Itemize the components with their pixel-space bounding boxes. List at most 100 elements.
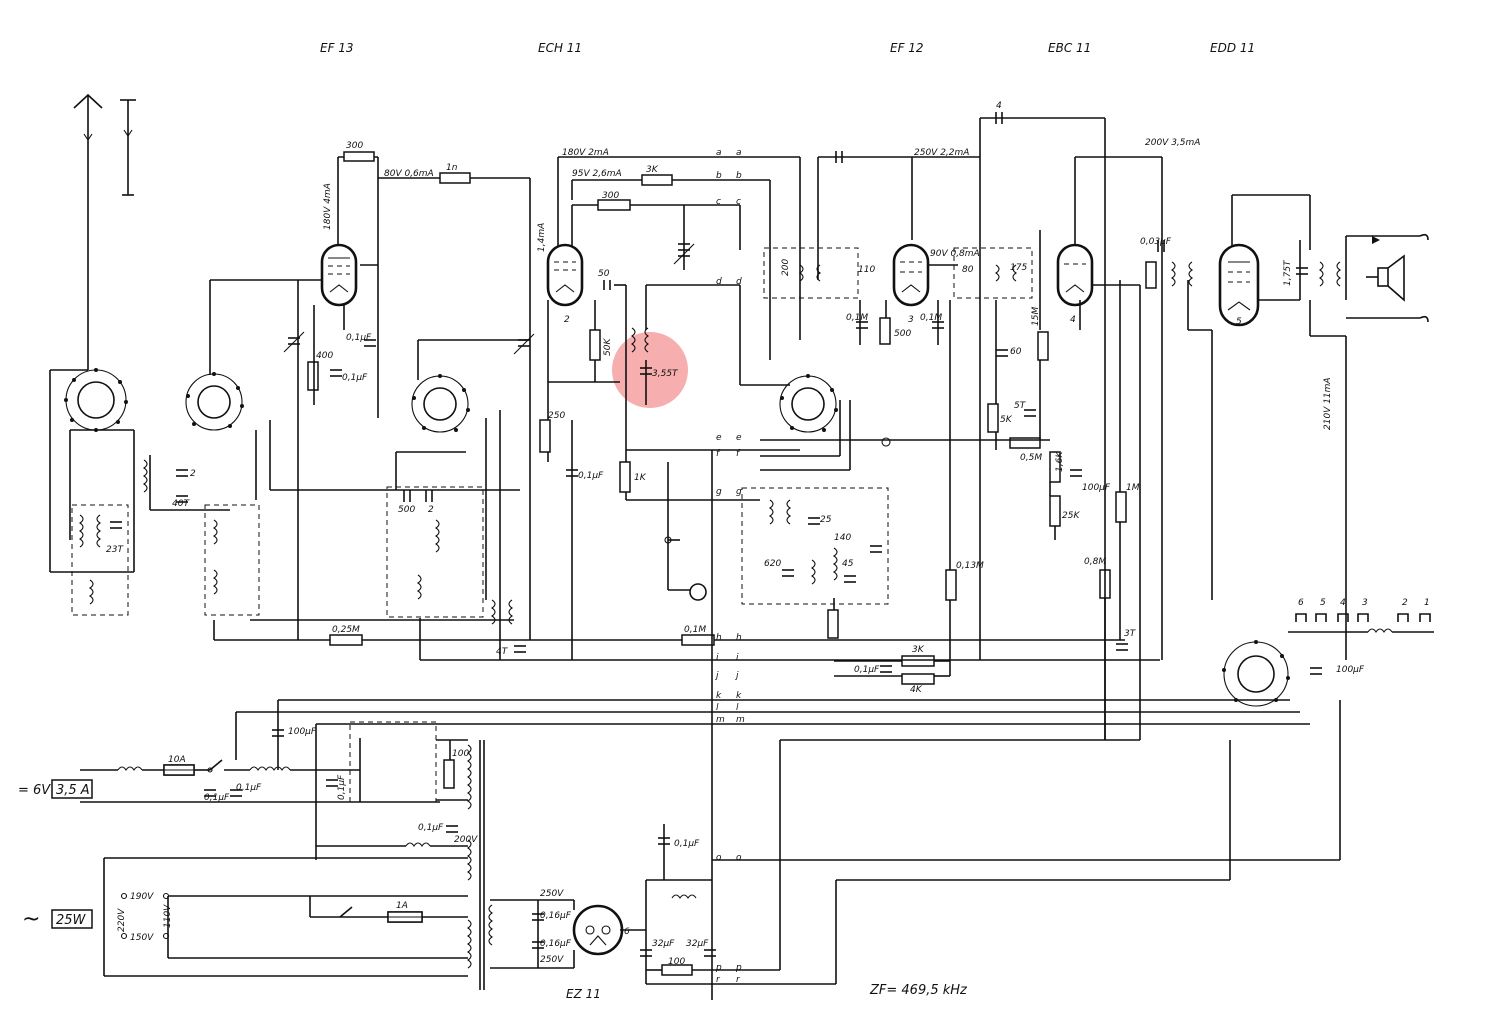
svg-text:6: 6 — [1298, 598, 1304, 608]
svg-text:100: 100 — [452, 749, 469, 759]
svg-text:250: 250 — [548, 411, 565, 421]
svg-text:200V: 200V — [454, 835, 478, 845]
svg-text:o: o — [716, 853, 722, 863]
svg-text:c: c — [736, 197, 741, 207]
svg-text:250V 2,2mA: 250V 2,2mA — [914, 148, 969, 158]
svg-text:2: 2 — [428, 505, 434, 515]
svg-text:h: h — [736, 633, 742, 643]
svg-text:25: 25 — [820, 515, 832, 525]
svg-text:f: f — [716, 449, 721, 459]
band-coil-terminals — [1295, 613, 1431, 622]
svg-text:3,5 A: 3,5 A — [56, 783, 90, 798]
svg-text:10A: 10A — [168, 755, 186, 765]
svg-text:0,1M: 0,1M — [684, 625, 706, 635]
svg-text:0,1µF: 0,1µF — [578, 471, 604, 481]
rectifier-voltage-labels: 250V 250V 200V — [454, 835, 564, 965]
svg-text:l: l — [716, 703, 719, 713]
tube-ef12: 3 — [892, 243, 930, 325]
b-plus-bus-lines — [337, 117, 1311, 740]
coupling-capacitor-4 — [995, 112, 1003, 124]
fuses — [163, 764, 423, 923]
svg-text:400: 400 — [316, 351, 333, 361]
svg-text:180V 4mA: 180V 4mA — [323, 183, 333, 230]
svg-text:3K: 3K — [912, 645, 925, 655]
fuse-labels: 10A 1A — [168, 755, 408, 911]
svg-text:0,1µF: 0,1µF — [342, 373, 368, 383]
svg-text:1n: 1n — [446, 163, 458, 173]
svg-text:200: 200 — [781, 259, 791, 276]
svg-text:620: 620 — [764, 559, 781, 569]
svg-text:2: 2 — [190, 469, 196, 479]
tube-label-ef12: EF 12 — [890, 41, 924, 55]
svg-text:110: 110 — [858, 265, 875, 275]
wave-switch-3 — [411, 374, 470, 433]
svg-text:d: d — [736, 277, 742, 287]
svg-text:150V: 150V — [130, 933, 154, 943]
tube-label-ech11: ECH 11 — [538, 41, 582, 55]
svg-text:25W: 25W — [56, 913, 87, 928]
svg-text:4K: 4K — [910, 685, 923, 695]
svg-text:0,1µF: 0,1µF — [418, 823, 444, 833]
svg-text:o: o — [736, 853, 742, 863]
capacitor-value-labels: 50 4 110 200 80 175 60 5T 25 140 45 620 … — [106, 101, 1365, 949]
tube-edd11: 5 — [1218, 243, 1260, 327]
svg-text:3: 3 — [1362, 598, 1368, 608]
svg-text:80: 80 — [962, 265, 974, 275]
svg-text:0,13M: 0,13M — [956, 561, 984, 571]
svg-text:95V 2,6mA: 95V 2,6mA — [572, 169, 622, 179]
capacitors — [110, 240, 1322, 957]
ac-supply-label: ~ 25W — [22, 907, 93, 932]
svg-text:5T: 5T — [1014, 401, 1027, 411]
svg-text:0,1µF: 0,1µF — [854, 665, 880, 675]
svg-text:f: f — [736, 449, 741, 459]
operating-point-labels: 180V 4mA 80V 0,6mA 180V 2mA 95V 2,6mA 1,… — [323, 138, 1333, 430]
svg-text:3T: 3T — [1124, 629, 1137, 639]
svg-text:d: d — [716, 277, 722, 287]
svg-text:0,03µF: 0,03µF — [1140, 237, 1172, 247]
svg-text:g: g — [736, 487, 742, 497]
phono-jack — [664, 536, 707, 601]
svg-text:40T: 40T — [172, 499, 190, 509]
highlight-marker — [612, 332, 688, 408]
wave-switch-4 — [779, 374, 838, 433]
svg-text:6: 6 — [624, 927, 630, 937]
svg-text:5: 5 — [1236, 317, 1242, 327]
transformer-core — [479, 740, 485, 990]
svg-text:0,1µF: 0,1µF — [674, 839, 700, 849]
svg-text:e: e — [736, 433, 742, 443]
svg-text:5K: 5K — [1000, 415, 1013, 425]
tube-ef13 — [320, 243, 358, 307]
svg-text:4: 4 — [996, 101, 1002, 111]
svg-text:45: 45 — [842, 559, 854, 569]
svg-text:1M: 1M — [1126, 483, 1140, 493]
svg-text:300: 300 — [602, 191, 619, 201]
svg-text:2: 2 — [564, 315, 570, 325]
svg-text:0,1µF: 0,1µF — [337, 774, 347, 800]
svg-text:b: b — [736, 171, 742, 181]
svg-text:g: g — [716, 487, 722, 497]
svg-text:1,4mA: 1,4mA — [537, 223, 547, 252]
svg-text:0,1M: 0,1M — [920, 313, 942, 323]
tube-label-ez11: EZ 11 — [566, 987, 601, 1001]
svg-text:= 6V: = 6V — [18, 783, 51, 798]
variable-capacitors — [283, 243, 695, 355]
svg-text:5: 5 — [1320, 598, 1326, 608]
shield-boxes — [71, 247, 1033, 803]
svg-text:32µF: 32µF — [686, 939, 709, 949]
svg-text:3,55T: 3,55T — [652, 369, 679, 379]
svg-text:140: 140 — [834, 533, 851, 543]
tube-label-ebc11: EBC 11 — [1048, 41, 1091, 55]
svg-text:c: c — [716, 197, 721, 207]
svg-text:m: m — [716, 715, 725, 725]
small-capacitor-labels: 0,1µF 0,1µF 0,1µF 0,1µF — [204, 665, 880, 803]
svg-text:23T: 23T — [106, 545, 124, 555]
svg-text:k: k — [716, 691, 722, 701]
mains-switch — [207, 759, 353, 918]
svg-text:~: ~ — [22, 907, 40, 932]
tube-label-edd11: EDD 11 — [1210, 41, 1255, 55]
svg-text:100: 100 — [668, 957, 685, 967]
svg-text:1A: 1A — [396, 901, 408, 911]
loudspeaker-icon — [1366, 254, 1405, 302]
svg-text:100µF: 100µF — [1336, 665, 1365, 675]
